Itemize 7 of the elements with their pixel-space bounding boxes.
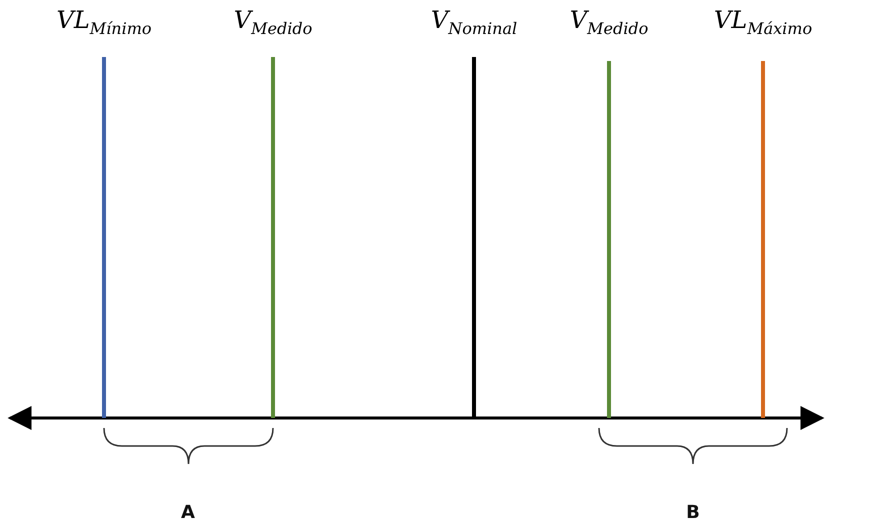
value-label: V$_{Nominal}$: [430, 6, 518, 38]
bracket-label: A: [181, 502, 195, 523]
value-label: V$_{Medido}$: [234, 6, 312, 38]
value-label: V$_{Medido}$: [570, 6, 648, 38]
value-label: VL$_{Mínimo}$: [56, 6, 152, 38]
value-label: VL$_{Máximo}$: [714, 6, 812, 38]
bracket-label: B: [686, 502, 700, 523]
